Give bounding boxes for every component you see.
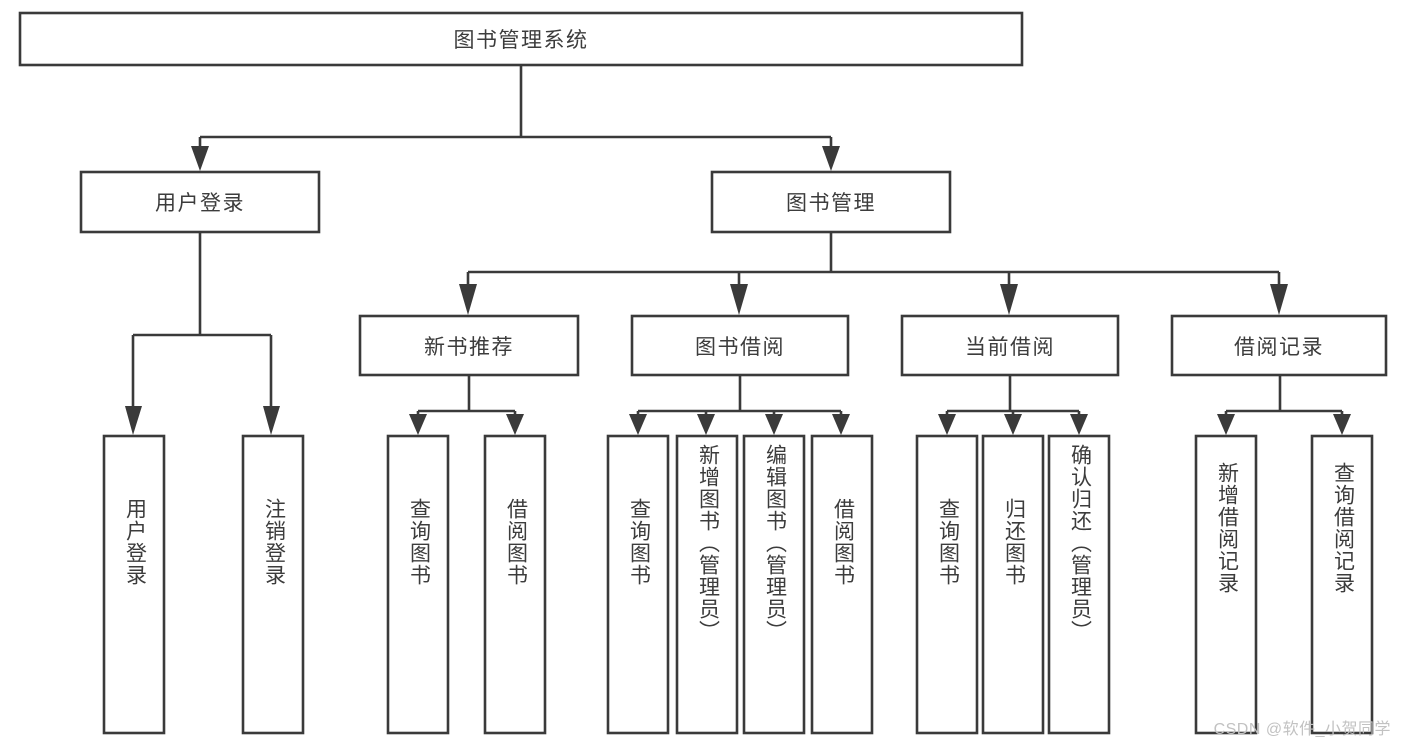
leaf-box-edit-book-admin[interactable] [742, 434, 806, 735]
leaf-box-add-borrow-record[interactable] [1194, 434, 1258, 735]
arrowhead-to-book-mgmt [822, 146, 840, 171]
node-book-borrow-box[interactable] [630, 314, 850, 377]
node-root-box[interactable] [18, 11, 1024, 67]
leaf-box-query-book-cb[interactable] [915, 434, 979, 735]
leaf-box-query-book-bb[interactable] [606, 434, 670, 735]
arrowhead-to-leaf-user-login [125, 406, 142, 435]
arrowhead-to-book-borrow [730, 284, 748, 315]
node-user-login-box[interactable] [79, 170, 321, 234]
leaf-box-return-book[interactable] [981, 434, 1045, 735]
csdn-watermark: CSDN @软件_小贺同学 [1213, 721, 1391, 738]
arrowhead-bb-leaf-3 [765, 414, 783, 435]
leaf-box-logout[interactable] [241, 434, 305, 735]
arrowhead-to-current-borrow [1000, 284, 1018, 315]
node-borrow-record-box[interactable] [1170, 314, 1388, 377]
leaf-box-add-book-admin[interactable] [675, 434, 739, 735]
leaf-box-borrow-book-nbr[interactable] [483, 434, 547, 735]
arrowhead-cb-leaf-2 [1004, 414, 1022, 435]
arrowhead-bb-leaf-2 [697, 414, 715, 435]
leaf-box-user-login[interactable] [102, 434, 166, 735]
arrowhead-bb-leaf-1 [629, 414, 647, 435]
arrowhead-to-user-login [191, 146, 209, 171]
leaf-box-borrow-book-bb[interactable] [810, 434, 874, 735]
node-current-borrow-box[interactable] [900, 314, 1120, 377]
arrowhead-br-leaf-2 [1333, 414, 1351, 435]
node-book-mgmt-box[interactable] [710, 170, 952, 234]
arrowhead-bb-leaf-4 [832, 414, 850, 435]
arrowhead-br-leaf-1 [1217, 414, 1235, 435]
leaf-box-query-borrow-record[interactable] [1310, 434, 1374, 735]
arrowhead-cb-leaf-1 [938, 414, 956, 435]
node-new-book-rec-box[interactable] [358, 314, 580, 377]
arrowhead-cb-leaf-3 [1070, 414, 1088, 435]
arrowhead-nbr-leaf-2 [506, 414, 524, 435]
leaf-box-query-book-nbr[interactable] [386, 434, 450, 735]
arrowhead-nbr-leaf-1 [409, 414, 427, 435]
arrowhead-to-leaf-logout [263, 406, 280, 435]
arrowhead-to-new-book-rec [459, 284, 477, 315]
leaf-box-confirm-return-admin[interactable] [1047, 434, 1111, 735]
arrowhead-to-borrow-record [1270, 284, 1288, 315]
